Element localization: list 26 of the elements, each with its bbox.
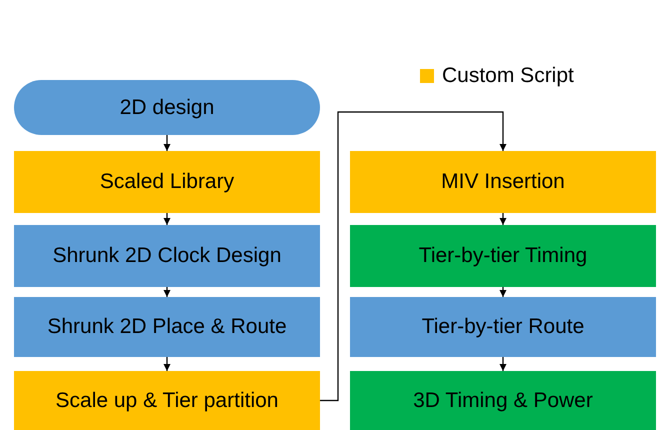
box-label: 2D design: [120, 96, 214, 120]
box-label: Scale up & Tier partition: [56, 388, 278, 412]
process-box: [350, 225, 656, 287]
box-label: MIV Insertion: [441, 170, 565, 194]
arrow: [163, 287, 171, 297]
arrow: [499, 213, 507, 225]
box-label: Shrunk 2D Place & Route: [47, 315, 287, 339]
box-label: Tier-by-tier Timing: [418, 244, 588, 268]
arrow: [163, 135, 171, 151]
arrow: [163, 357, 171, 371]
process-box: [350, 297, 656, 357]
process-box: [14, 297, 320, 357]
arrow: [320, 111, 507, 402]
process-box: [14, 151, 320, 213]
box-label: Tier-by-tier Route: [422, 315, 584, 339]
box-label: Scaled Library: [100, 170, 234, 194]
process-box: [350, 371, 656, 430]
process-box: [14, 371, 320, 430]
process-box: [350, 151, 656, 213]
box-label: Shrunk 2D Clock Design: [52, 244, 282, 268]
arrow: [499, 357, 507, 371]
box-label: 3D Timing & Power: [413, 388, 593, 412]
process-box: [14, 225, 320, 287]
legend-label: Custom Script: [442, 64, 574, 88]
arrow: [499, 287, 507, 297]
arrow: [163, 213, 171, 225]
